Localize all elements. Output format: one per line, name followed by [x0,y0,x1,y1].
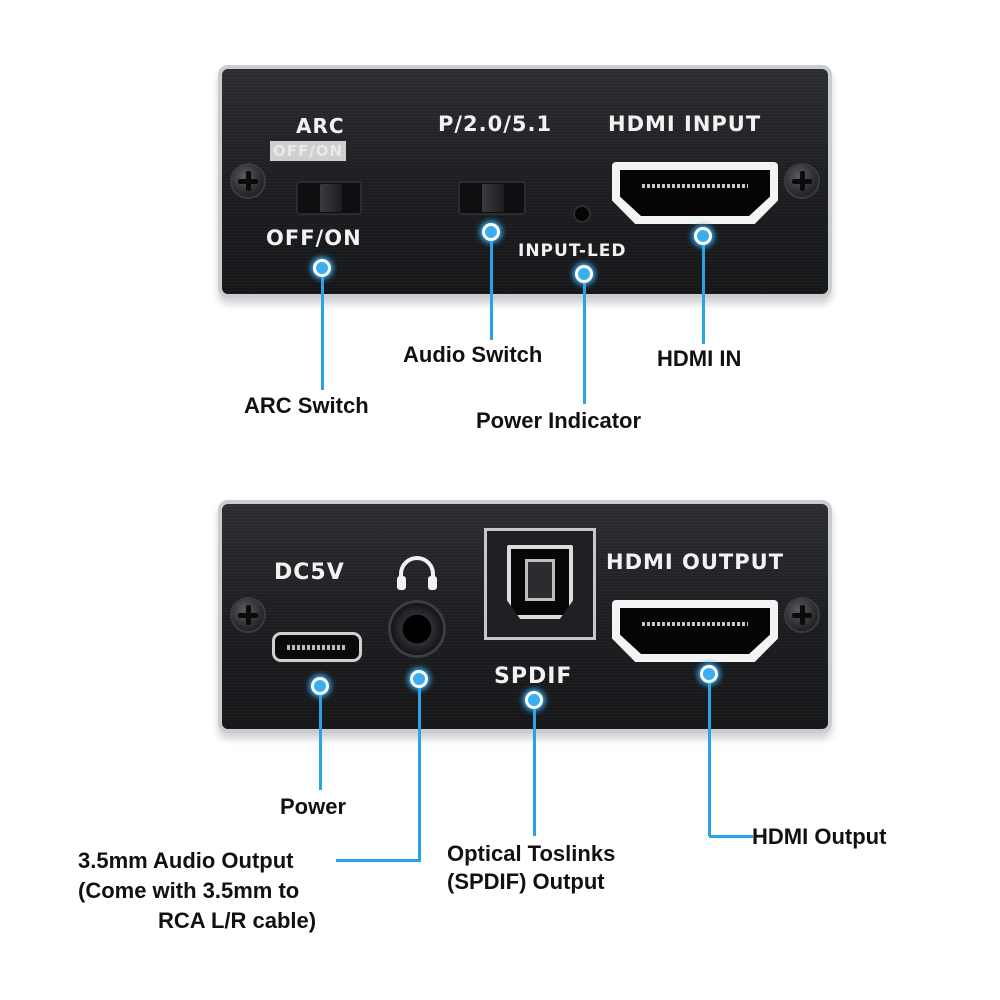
micro-usb-port[interactable] [272,632,362,662]
screw-icon [230,597,266,633]
audio-output-callout-line3: RCA L/R cable) [158,908,317,933]
hdmi-output-callout-line [707,674,711,836]
hdmi-output-callout-dot [700,665,718,683]
power-indicator-callout: Power Indicator [476,408,642,433]
power-indicator-callout-line [582,274,586,404]
dc-label: DC5V [274,560,345,585]
power-callout-line [318,686,322,790]
arc-callout-dot [313,259,331,277]
headphone-icon [397,556,437,590]
audio-output-callout-line [417,679,421,860]
audio-mode-label: P/2.0/5.1 [438,112,553,136]
hdmi-output-label: HDMI OUTPUT [606,550,785,574]
hdmi-output-callout-line [709,834,753,838]
arc-callout-line [320,268,324,390]
toslink-port[interactable] [484,528,596,640]
hdmi-input-port[interactable] [612,162,778,224]
arc-ghost-label: OFF/ON [270,141,347,161]
hdmi-output-callout: HDMI Output [752,824,887,849]
power-callout-dot [311,677,329,695]
power-callout: Power [280,794,347,819]
screw-icon [230,163,266,199]
power-indicator-callout-dot [575,265,593,283]
screw-icon [784,597,820,633]
audio-jack-port[interactable] [388,600,446,658]
hdmi-in-callout-line [701,236,705,344]
audio-switch-callout-dot [482,223,500,241]
audio-output-callout-line2: (Come with 3.5mm to [78,878,300,903]
audio-output-callout-line1: 3.5mm Audio Output [78,848,294,873]
input-led-label: INPUT-LED [518,241,627,261]
audio-output-callout-dot [410,670,428,688]
audio-switch-callout: Audio Switch [403,342,543,367]
audio-switch-callout-line [489,232,493,340]
screw-icon [784,163,820,199]
optical-callout-dot [525,691,543,709]
arc-switch-label: OFF/ON [266,226,362,250]
audio-output-callout-line [336,858,421,862]
hdmi-output-port[interactable] [612,600,778,662]
hdmi-input-label: HDMI INPUT [608,112,762,136]
optical-callout-line2: (SPDIF) Output [447,869,605,894]
hdmi-in-callout: HDMI IN [657,346,742,371]
optical-callout-line [532,700,536,836]
audio-mode-switch[interactable] [458,181,526,215]
optical-callout-line1: Optical Toslinks [447,841,616,866]
hdmi-in-callout-dot [694,227,712,245]
arc-title: ARC [296,114,345,138]
input-led [575,207,589,221]
arc-switch-callout: ARC Switch [244,393,369,418]
spdif-label: SPDIF [494,664,573,689]
arc-switch[interactable] [296,181,362,215]
